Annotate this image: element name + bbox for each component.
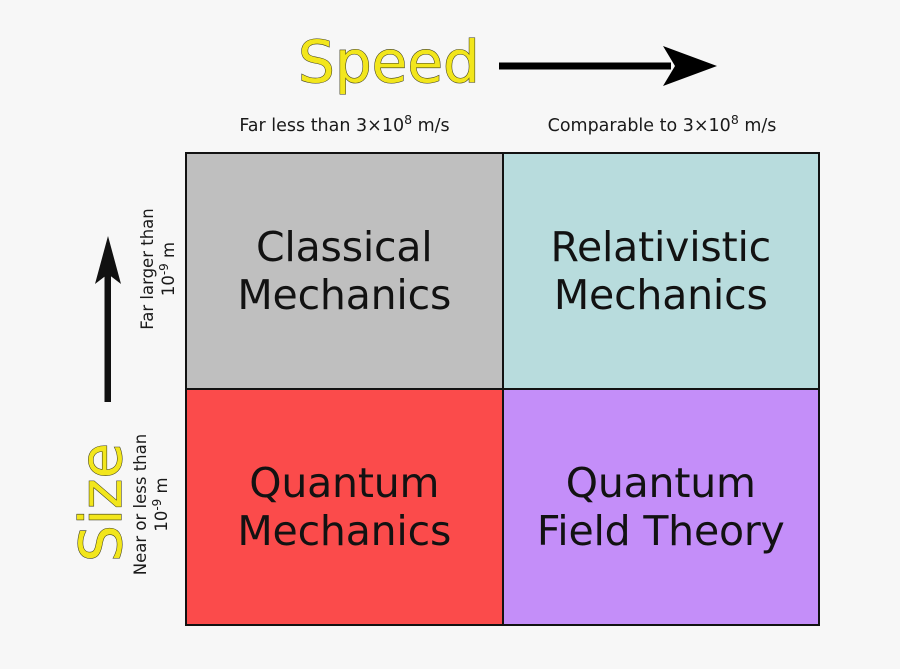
quadrant-quantum-mechanics-line1: Quantum	[249, 458, 440, 507]
quadrant-quantum-field-theory-line1: Quantum	[565, 458, 756, 507]
row-header-large-size-unit: m	[158, 241, 178, 264]
row-header-small-size: Near or less than 10-9 m	[131, 397, 173, 612]
quadrant-quantum-mechanics-line2: Mechanics	[237, 507, 452, 555]
row-header-small-size-line1: Near or less than	[131, 433, 150, 576]
quadrant-relativistic-mechanics: Relativistic Mechanics	[503, 154, 818, 388]
vertical-axis-title: Size	[66, 442, 135, 562]
quadrant-relativistic-mechanics-line2: Mechanics	[553, 271, 768, 319]
row-header-small-size-unit: m	[151, 477, 171, 499]
column-header-high-speed-text: Comparable to 3×10	[547, 116, 731, 136]
quadrant-classical-mechanics-line2: Mechanics	[237, 271, 452, 319]
column-header-low-speed: Far less than 3×108 m/s	[185, 113, 504, 136]
quadrant-quantum-field-theory-line2: Field Theory	[536, 507, 785, 555]
quadrant-quantum-field-theory: Quantum Field Theory	[503, 390, 818, 624]
column-header-high-speed-unit: m/s	[738, 116, 777, 136]
quadrant-classical-mechanics-line1: Classical	[255, 222, 433, 271]
up-arrow-icon	[95, 236, 121, 402]
column-header-high-speed: Comparable to 3×108 m/s	[504, 113, 820, 136]
quadrant-relativistic-mechanics-line1: Relativistic	[550, 222, 772, 271]
quadrant-classical-mechanics: Classical Mechanics	[187, 154, 502, 388]
row-header-large-size-base: 10	[158, 275, 178, 297]
row-header-large-size-line1: Far larger than	[138, 208, 157, 330]
horizontal-axis-title: Speed	[297, 28, 480, 96]
column-header-low-speed-text: Far less than 3×10	[239, 116, 405, 136]
row-header-small-size-exponent: -9	[149, 498, 164, 511]
column-header-low-speed-exponent: 8	[404, 112, 413, 127]
quadrant-grid: Classical Mechanics Relativistic Mechani…	[185, 152, 820, 626]
column-header-high-speed-exponent: 8	[730, 112, 739, 127]
right-arrow-icon	[499, 46, 717, 86]
row-header-small-size-line2: 10-9 m	[149, 397, 173, 612]
column-header-low-speed-unit: m/s	[412, 116, 450, 136]
quadrant-quantum-mechanics: Quantum Mechanics	[187, 390, 502, 624]
row-header-large-size: Far larger than 10-9 m	[138, 158, 180, 380]
row-header-large-size-line2: 10-9 m	[156, 158, 180, 380]
row-header-large-size-exponent: -9	[156, 263, 171, 276]
row-header-small-size-base: 10	[151, 510, 171, 532]
